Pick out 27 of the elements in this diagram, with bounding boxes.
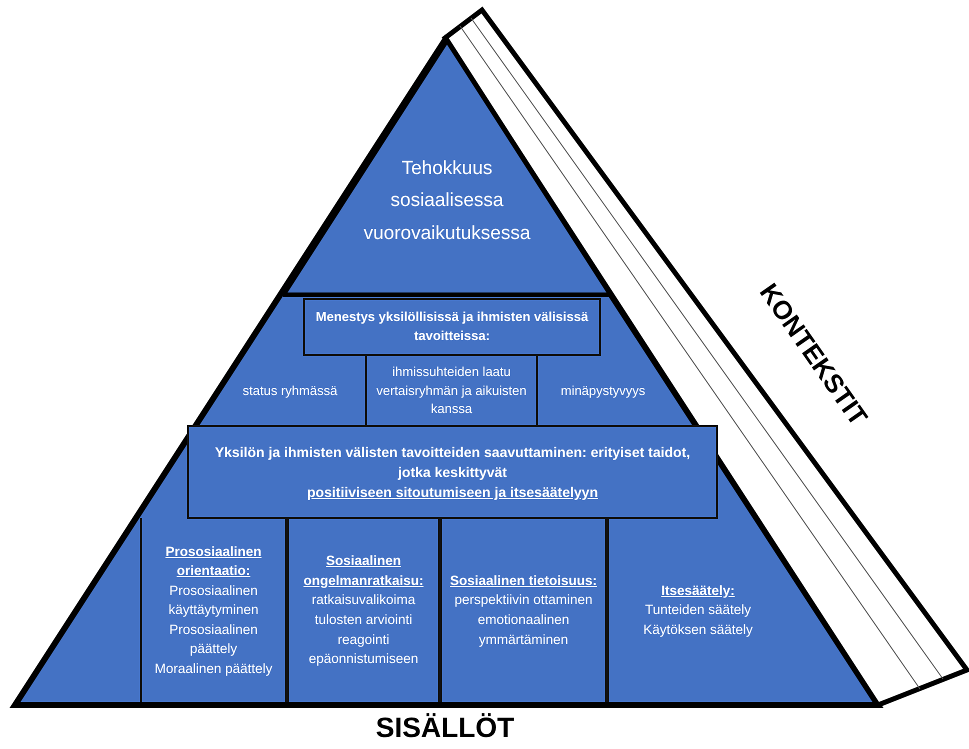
segment-text: reagointi epäonnistumiseen xyxy=(308,630,420,668)
segment-text: perspektiivin ottaminen xyxy=(454,591,593,610)
heading-box xyxy=(187,425,718,519)
column-heading: Itsesäätely: xyxy=(661,582,735,600)
skill-column xyxy=(440,518,607,702)
segment-text: Prososiaalinen käyttäytyminen xyxy=(167,582,260,620)
skill-column xyxy=(140,518,287,702)
segment-text: Käytöksen säätely xyxy=(643,620,753,639)
column-heading: Sosiaalinen tietoisuus: xyxy=(450,572,598,590)
segment-text: Tehokkuus sosiaalisessa vuorovaikutuksessa xyxy=(362,157,532,246)
column-heading: Sosiaalinen ongelmanratkaisu: xyxy=(302,552,425,590)
segment-text: Menestys yksilöllisissä ja ihmisten välisissä tavoitteissa: xyxy=(314,308,590,345)
segment-text: ratkaisuvalikoima xyxy=(312,591,416,610)
segment-text: Prososiaalinen päättely xyxy=(168,620,259,658)
apex-triangle xyxy=(283,38,611,297)
segment-text: minäpystyvyys xyxy=(560,382,646,400)
segment-text: status ryhmässä xyxy=(242,382,338,400)
skill-column xyxy=(287,518,440,702)
segment-text: tulosten arviointi xyxy=(314,611,412,629)
segment-text: positiiviseen sitoutumiseen ja itsesäätelyyn xyxy=(307,483,598,502)
segment-text: Moraalinen päättely xyxy=(154,660,272,678)
segment-text: emotionaalinen ymmärtäminen xyxy=(476,611,570,649)
segment-text: Tunteiden säätely xyxy=(644,601,752,620)
axis-label: SISÄLLÖT xyxy=(374,712,516,744)
heading-box xyxy=(303,298,601,356)
segment-text: ihmissuhteiden laatu vertaisryhmän ja aikuisten kanssa xyxy=(375,362,528,418)
column-heading: Prososiaalinen orientaatio: xyxy=(164,542,263,580)
